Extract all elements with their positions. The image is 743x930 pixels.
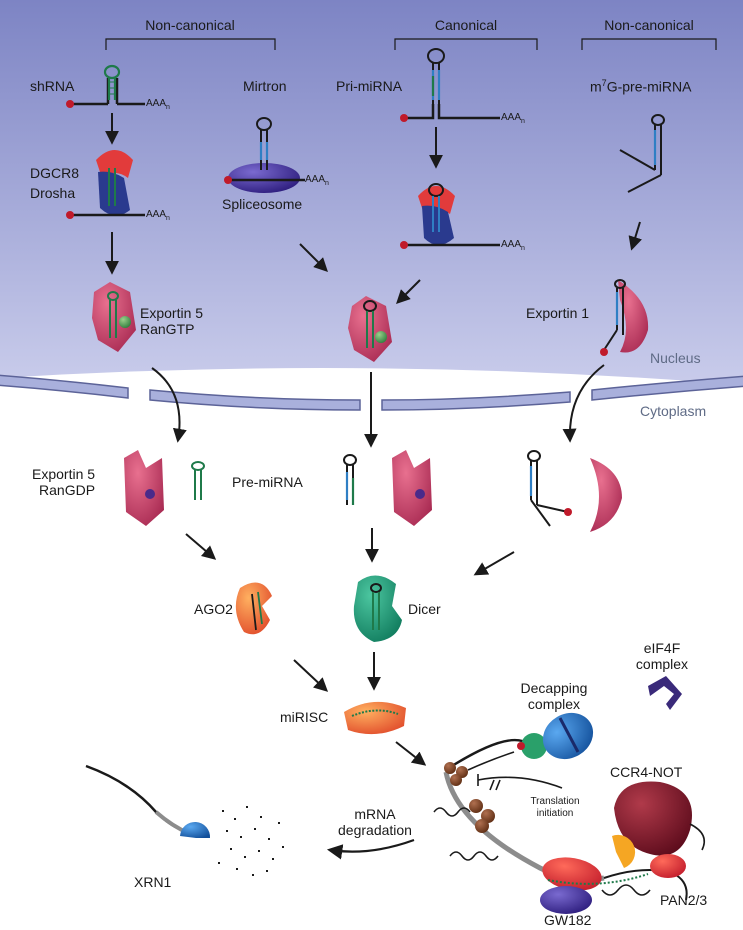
label-ccr4-not: CCR4-NOT bbox=[610, 764, 683, 780]
polya-pri-mirna-drosha: AAAn bbox=[501, 239, 525, 252]
label-spliceosome: Spliceosome bbox=[222, 196, 303, 212]
arrow-export-left bbox=[151, 367, 187, 443]
nucleus-region bbox=[0, 0, 743, 385]
label-m7g-pre-mirna: m7G-pre-miRNA bbox=[590, 78, 692, 95]
drosha-complex-left bbox=[66, 150, 145, 219]
inhibition-lines bbox=[467, 751, 563, 789]
header-noncanonical-left: Non-canonical bbox=[145, 17, 235, 33]
m7g-pre-mirna bbox=[619, 114, 665, 193]
arrow-ago2-to-mirisc bbox=[293, 659, 329, 692]
label-exportin1: Exportin 1 bbox=[526, 305, 590, 321]
exportin1-nucleus bbox=[600, 279, 649, 356]
arrow-export-right bbox=[562, 364, 605, 443]
pan23-complex bbox=[650, 854, 686, 878]
m7g-pre-mirna-cytoplasm bbox=[527, 450, 572, 527]
label-shrna: shRNA bbox=[30, 78, 75, 94]
xrn1-protein bbox=[180, 821, 211, 838]
label-nucleus: Nucleus bbox=[650, 350, 701, 366]
label-pre-mirna: Pre-miRNA bbox=[232, 474, 303, 490]
pri-mirna bbox=[400, 48, 500, 122]
arrow-m7g bbox=[628, 221, 642, 251]
drosha-complex-canonical bbox=[400, 183, 500, 249]
decapping-complex bbox=[517, 712, 594, 760]
header-brackets bbox=[105, 38, 717, 50]
eif4f-complex bbox=[648, 676, 682, 710]
arrow-mrna-degradation bbox=[326, 838, 415, 860]
label-mirtron: Mirtron bbox=[243, 78, 287, 94]
label-ago2: AGO2 bbox=[194, 601, 233, 617]
ribosome-chains bbox=[433, 779, 501, 861]
shrna-hairpin bbox=[103, 64, 121, 100]
label-dgcr8: DGCR8 bbox=[30, 165, 80, 181]
header-canonical: Canonical bbox=[434, 17, 498, 33]
exportin5-left-nucleus bbox=[92, 282, 136, 352]
exportin5-ranGDP-left bbox=[124, 450, 164, 526]
label-drosha: Drosha bbox=[30, 185, 76, 201]
exportin1-cytoplasm bbox=[590, 458, 622, 532]
ccr4-not-complex bbox=[614, 781, 706, 856]
label-xrn1: XRN1 bbox=[134, 874, 172, 890]
label-pri-mirna: Pri-miRNA bbox=[336, 78, 403, 94]
polya-pri-mirna: AAAn bbox=[501, 112, 525, 125]
shrna-cap bbox=[66, 100, 74, 108]
arrow-mirisc-to-target bbox=[395, 741, 427, 766]
brown-proteins bbox=[444, 762, 495, 833]
caf1-wedge bbox=[612, 834, 636, 868]
polya-shrna: AAAn bbox=[146, 98, 170, 111]
mirtron-spliceosome bbox=[224, 117, 305, 193]
ago2-protein bbox=[235, 582, 272, 635]
exportin5-ranGDP-center bbox=[392, 450, 432, 526]
nuclear-envelope bbox=[0, 374, 743, 411]
pre-mirna-center bbox=[343, 454, 357, 505]
label-pan23: PAN2/3 bbox=[660, 892, 708, 908]
label-cytoplasm: Cytoplasm bbox=[640, 403, 707, 419]
polya-mirtron: AAAn bbox=[305, 174, 329, 187]
gw182-ago-complex bbox=[540, 857, 651, 914]
pre-mirna-free-left bbox=[191, 461, 205, 500]
arrow-mirtron bbox=[299, 243, 328, 272]
label-dicer: Dicer bbox=[408, 601, 441, 617]
arrow-to-dicer-right bbox=[473, 551, 515, 576]
mirisc-complex bbox=[344, 701, 406, 735]
dicer-protein bbox=[353, 575, 402, 642]
exportin5-center-nucleus bbox=[348, 296, 392, 362]
nucleotide-dots bbox=[218, 806, 284, 876]
polya-shrna-drosha: AAAn bbox=[146, 209, 170, 222]
header-noncanonical-right: Non-canonical bbox=[604, 17, 694, 33]
arrow-canonical-2 bbox=[396, 279, 421, 304]
label-gw182: GW182 bbox=[544, 912, 592, 928]
label-mirisc: miRISC bbox=[280, 709, 329, 725]
arrow-to-ago2 bbox=[185, 533, 217, 560]
